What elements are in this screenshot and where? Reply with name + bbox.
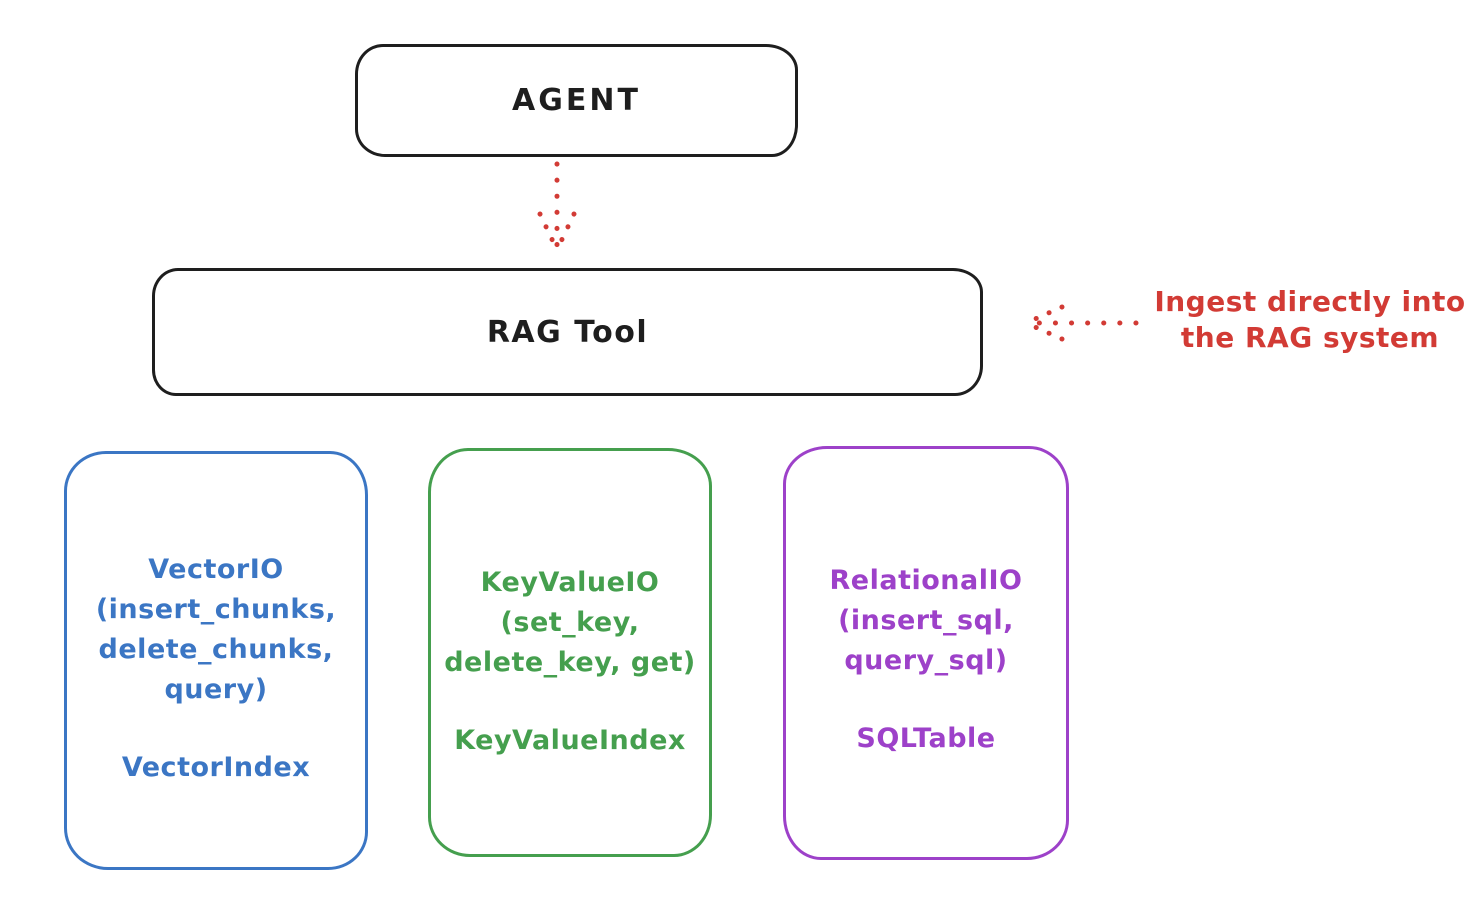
vector-io-text: VectorIO (insert_chunks, delete_chunks, … (67, 454, 365, 788)
vector-index-label: VectorIndex (121, 752, 311, 783)
vector-io-methods-line1: (insert_chunks, (95, 594, 337, 625)
sql-table-label: SQLTable (856, 723, 996, 754)
rag-tool-node-label: RAG Tool (486, 314, 649, 350)
keyvalue-io-node: KeyValueIO (set_key, delete_key, get) Ke… (428, 448, 712, 857)
agent-node-label: AGENT (512, 83, 641, 118)
vector-io-methods-line3: query) (164, 674, 268, 705)
keyvalue-index-label: KeyValueIndex (454, 725, 686, 756)
keyvalue-io-title: KeyValueIO (480, 567, 660, 598)
keyvalue-io-text: KeyValueIO (set_key, delete_key, get) Ke… (431, 451, 709, 761)
ingest-annotation-line1: Ingest directly into (1154, 285, 1466, 318)
relational-io-text: RelationalIO (insert_sql, query_sql) SQL… (786, 449, 1066, 759)
ingest-annotation: Ingest directly into the RAG system (1140, 284, 1480, 356)
keyvalue-io-methods-line2: delete_key, get) (444, 647, 696, 678)
agent-node: AGENT (355, 44, 798, 157)
vector-io-title: VectorIO (148, 554, 284, 585)
ingest-annotation-line2: the RAG system (1180, 321, 1440, 354)
vector-io-methods-line2: delete_chunks, (98, 634, 334, 665)
relational-io-title: RelationalIO (829, 565, 1023, 596)
dotted-down-arrow-icon (537, 161, 577, 253)
relational-io-methods-line2: query_sql) (844, 645, 1008, 676)
rag-tool-node: RAG Tool (152, 268, 983, 396)
relational-io-node: RelationalIO (insert_sql, query_sql) SQL… (783, 446, 1069, 860)
vector-io-node: VectorIO (insert_chunks, delete_chunks, … (64, 451, 368, 870)
relational-io-methods-line1: (insert_sql, (838, 605, 1014, 636)
keyvalue-io-methods-line1: (set_key, (500, 607, 640, 638)
dotted-left-arrow-icon (1023, 304, 1139, 342)
